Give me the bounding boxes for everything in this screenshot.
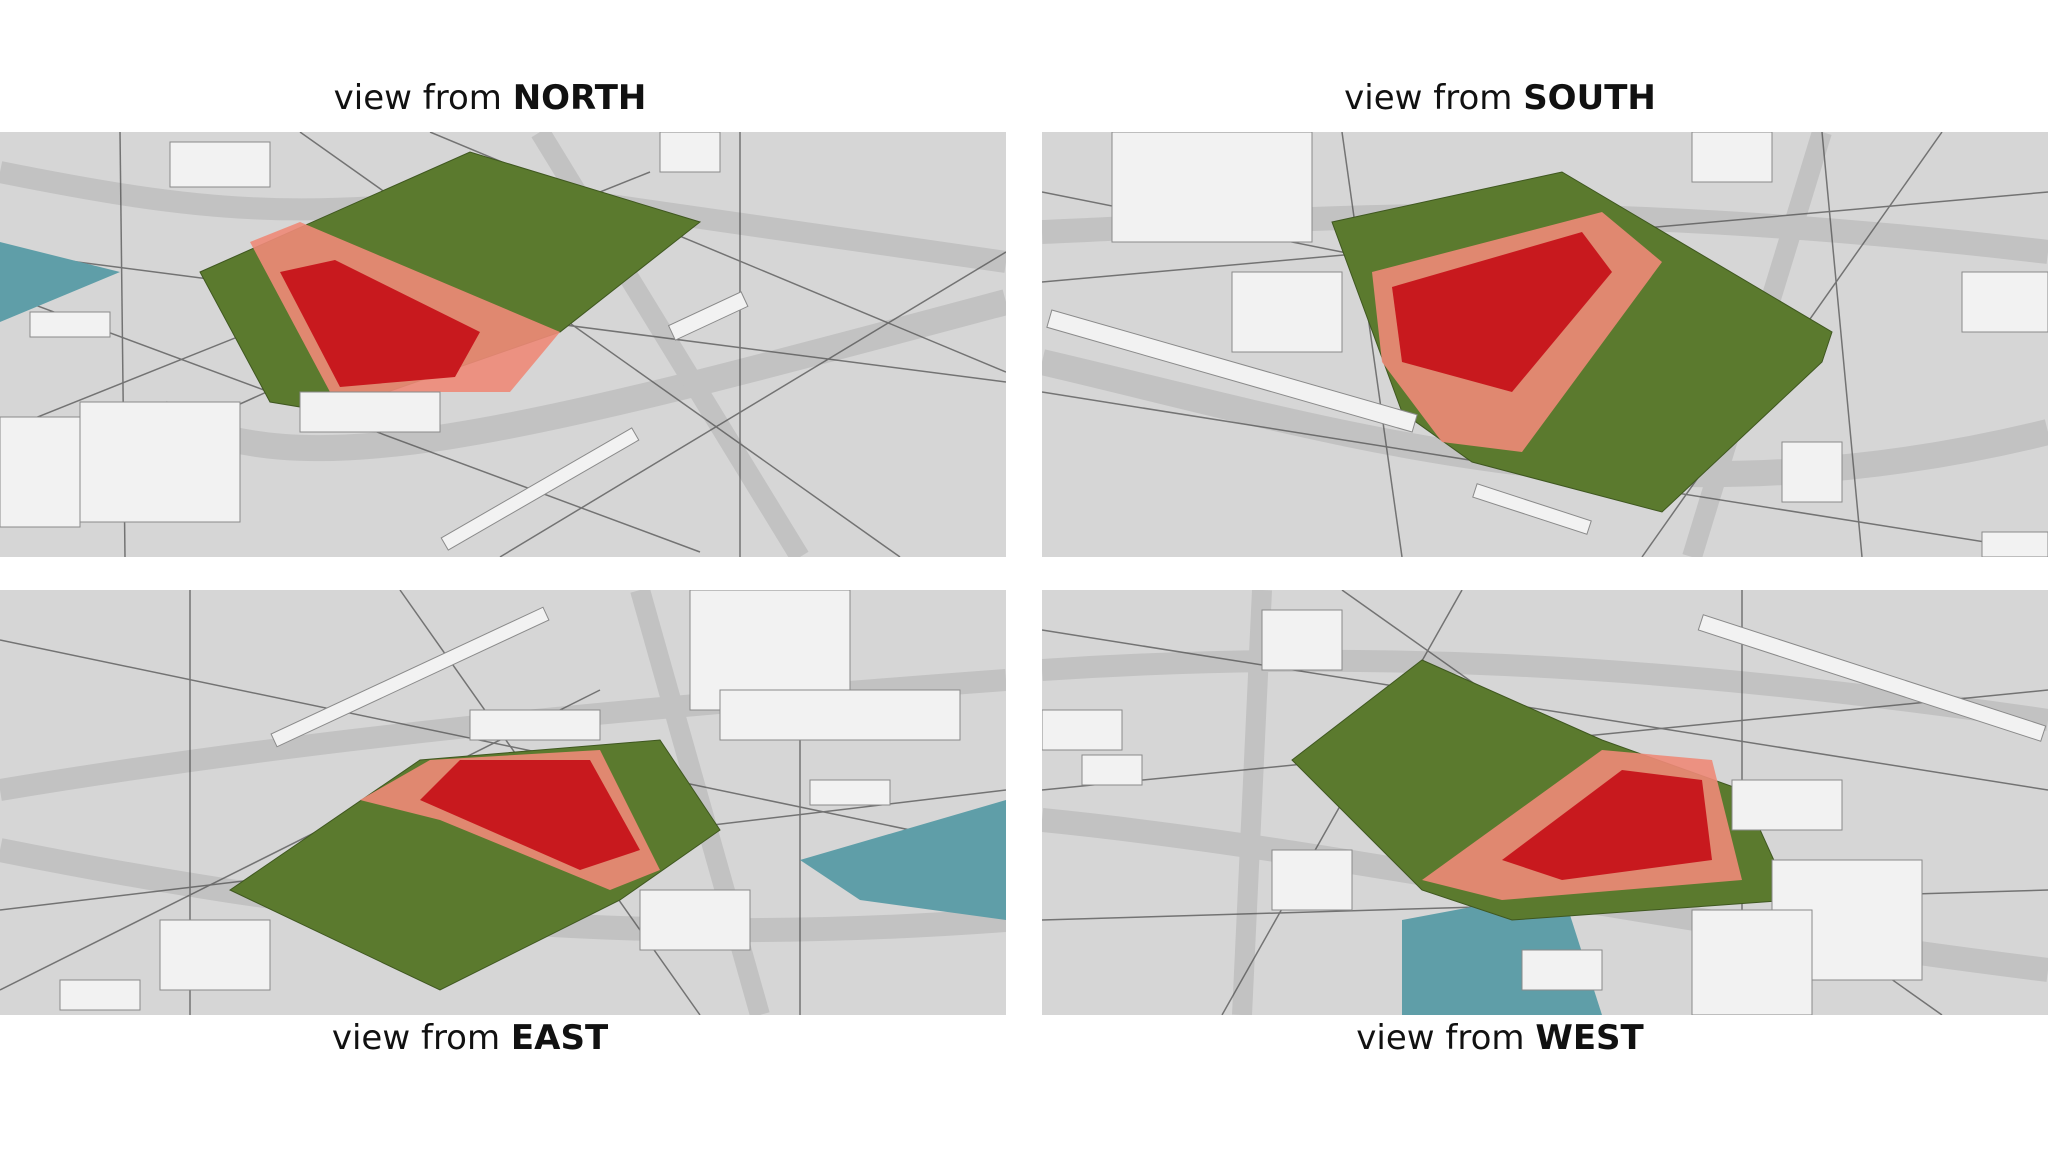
site-model-east: [0, 590, 1006, 1015]
water-area: [800, 800, 1006, 920]
caption-direction: SOUTH: [1523, 78, 1656, 118]
red-volume: [1502, 770, 1712, 880]
site-model-west: [1042, 590, 2048, 1015]
caption-direction: WEST: [1535, 1018, 1644, 1058]
buildings: [59, 590, 961, 1011]
panel-view-south: [1042, 132, 2048, 557]
caption-prefix: view from: [331, 1018, 501, 1058]
water-area: [0, 242, 120, 322]
caption-prefix: view from: [1356, 1018, 1525, 1058]
site-model-south: [1042, 132, 2048, 557]
panel-view-east: [0, 590, 1006, 1015]
caption-west: view from WEST: [1356, 1018, 1643, 1058]
buildings: [1046, 132, 2048, 557]
red-volume: [1392, 232, 1612, 392]
buildings: [0, 132, 749, 551]
site-model-north: [0, 132, 1006, 557]
caption-prefix: view from: [1344, 78, 1513, 118]
red-volume: [280, 260, 480, 387]
panel-view-west: [1042, 590, 2048, 1015]
caption-south: view from SOUTH: [1344, 78, 1656, 118]
caption-north: view from NORTH: [334, 78, 647, 118]
buildings: [1042, 609, 2047, 1015]
panel-view-north: [0, 132, 1006, 557]
red-volume: [420, 760, 640, 870]
caption-direction: NORTH: [512, 78, 647, 118]
caption-direction: EAST: [510, 1018, 609, 1058]
caption-prefix: view from: [333, 78, 502, 118]
caption-east: view from EAST: [332, 1018, 608, 1058]
